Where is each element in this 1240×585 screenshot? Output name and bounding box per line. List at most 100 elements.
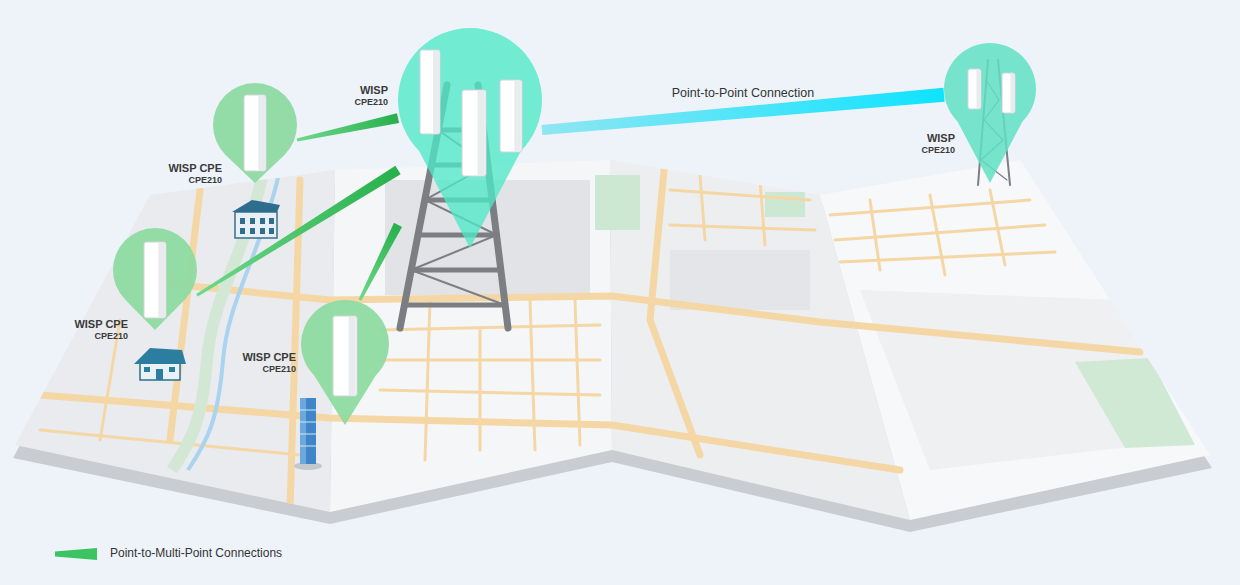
map-detail (300, 446, 316, 447)
map-pin: WISP CPECPE210 (213, 83, 297, 183)
map-detail (156, 369, 163, 380)
cpe-device (420, 50, 440, 134)
pin-title: WISP CPE (242, 351, 296, 364)
map-detail (240, 218, 245, 224)
map-detail (235, 212, 277, 238)
map-detail (269, 218, 274, 224)
map-detail (144, 367, 150, 372)
map-detail (140, 362, 180, 380)
legend-swatch (55, 548, 97, 560)
map-detail (670, 250, 810, 310)
cpe-device (1002, 73, 1015, 113)
map-detail (134, 348, 186, 364)
map-pin: WISPCPE210 (944, 43, 1036, 183)
map-detail (380, 359, 600, 362)
map-detail (15, 170, 335, 512)
skyscraper (294, 398, 322, 470)
pin-model: CPE210 (188, 175, 222, 186)
pin-outline (301, 300, 389, 425)
map-detail (300, 422, 316, 423)
map-pin: WISP CPECPE210 (113, 228, 197, 330)
link-label: Point-to-Point Connection (672, 86, 814, 101)
pin-title: WISP (927, 132, 955, 145)
map-detail (990, 190, 1005, 265)
map-detail (40, 160, 1140, 510)
map-detail (760, 180, 765, 245)
cpe-device-side (514, 81, 521, 151)
pin-shape (113, 228, 197, 330)
map-detail (260, 218, 265, 224)
map-detail (670, 225, 815, 230)
map-detail (530, 300, 535, 450)
cpe-device (968, 69, 981, 109)
map-detail (240, 228, 245, 234)
map-detail (1075, 358, 1195, 448)
pin-title: WISP (360, 84, 388, 97)
map-detail (250, 228, 255, 234)
cpe-device-side (1010, 74, 1014, 112)
map-detail (700, 175, 705, 240)
map-detail (380, 325, 600, 330)
cpe-device (244, 95, 266, 171)
map-detail (300, 434, 316, 435)
pin-model: CPE210 (921, 145, 955, 156)
pin-outline (398, 28, 542, 248)
cpe-device-side (158, 243, 165, 317)
cpe-device-side (349, 317, 356, 395)
map-detail (300, 398, 316, 464)
map-pin: WISP CPECPE210 (301, 300, 389, 425)
map-detail (835, 225, 1045, 240)
map-detail (169, 367, 175, 372)
map-detail (269, 228, 274, 234)
map-pin: WISPCPE210 (398, 28, 542, 248)
map-detail (595, 175, 640, 230)
cpe-device-side (976, 70, 980, 108)
pin-model: CPE210 (94, 331, 128, 342)
map-detail (188, 178, 278, 470)
cpe-device-side (258, 96, 265, 170)
pin-shape (301, 300, 389, 425)
map-content (40, 160, 1195, 510)
pin-outline (113, 228, 197, 330)
map-detail (840, 252, 1055, 262)
map-detail (411, 268, 501, 273)
cpe-device (144, 242, 166, 318)
cpe-device-side (478, 91, 485, 175)
map-detail (670, 190, 810, 200)
cpe-device (333, 316, 357, 396)
map-detail (425, 300, 430, 460)
office-building (232, 200, 280, 238)
pin-shape (398, 28, 542, 248)
pin-model: CPE210 (354, 97, 388, 108)
pin-outline (944, 43, 1036, 183)
map-detail (40, 430, 300, 455)
point-to-multipoint-link (359, 223, 402, 301)
cpe-device (462, 90, 486, 176)
legend-text: Point-to-Multi-Point Connections (110, 546, 282, 562)
pin-shape (944, 43, 1036, 183)
map-detail (380, 390, 600, 395)
map-detail (418, 233, 497, 238)
cpe-device (500, 80, 522, 152)
map-detail (870, 200, 880, 270)
map-detail (575, 300, 580, 445)
map-detail (404, 303, 505, 308)
pin-outline (213, 83, 297, 183)
pin-shape (213, 83, 297, 183)
pin-model: CPE210 (262, 364, 296, 375)
map-detail (300, 398, 306, 464)
map-panels (15, 160, 1210, 520)
pin-title: WISP CPE (168, 162, 222, 175)
map-detail (260, 228, 265, 234)
map-detail (479, 330, 482, 450)
map-detail (930, 195, 945, 275)
house (134, 348, 186, 380)
map-detail (650, 160, 700, 455)
cpe-device-side (433, 51, 439, 133)
map-detail (300, 410, 316, 411)
map-detail (232, 200, 280, 212)
pin-title: WISP CPE (74, 318, 128, 331)
map-detail (250, 218, 255, 224)
point-to-multipoint-link (297, 113, 399, 141)
